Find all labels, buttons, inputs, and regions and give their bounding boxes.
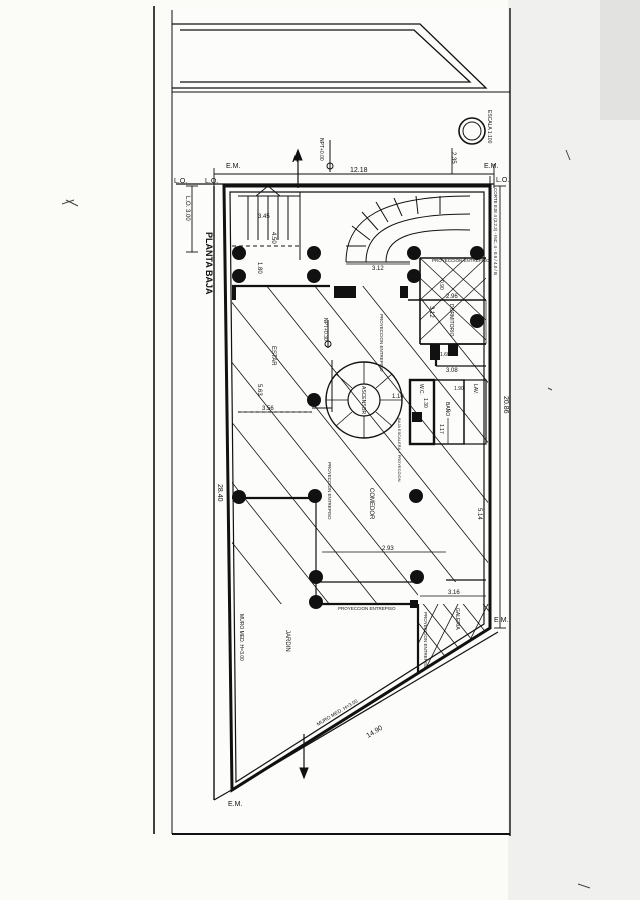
projection-label: PROYECCION ENTREPISO [432, 258, 490, 263]
dim-316: 3.16 [448, 590, 460, 596]
right-dimension [489, 176, 506, 629]
label-lo-pair: L.O. 3.00 [184, 196, 190, 221]
dim-450: 4.50 [270, 232, 276, 244]
room-galeria: GALERIA [454, 608, 460, 630]
dim-090: 0.90 [438, 280, 444, 290]
dim-right-side: 20.86 [502, 396, 509, 414]
column [307, 393, 321, 407]
column [407, 246, 421, 260]
column [307, 269, 321, 283]
spiral-stair-icon [325, 361, 403, 439]
section-mark-a: A [292, 154, 299, 164]
dim-296: 2.96 [446, 294, 458, 300]
room-wc: W.C. [418, 384, 424, 395]
column [470, 246, 484, 260]
dim-160: 1.60 [440, 352, 450, 358]
room-bano: BAÑO [444, 402, 451, 416]
structural-columns [232, 246, 484, 609]
scan-marks [61, 149, 591, 889]
title-block-shape [172, 23, 510, 93]
label-em-bottom-left: E.M. [228, 801, 242, 808]
projection-label: PROYECCION ENTREPISO [338, 606, 396, 611]
room-jardin: JARDIN [284, 630, 290, 652]
label-em-top-right: E.M. [484, 163, 498, 170]
sheet-frame [153, 6, 511, 836]
dim-312b: 3.12 [428, 306, 434, 318]
stair-projection-label: BAJA ESCALERA + PROYECCION [397, 418, 402, 482]
column [232, 490, 246, 504]
projection-label: PROYECCION ENTREPISO [327, 462, 332, 520]
dim-180: 1.80 [256, 262, 262, 274]
hatch-top-right [420, 258, 486, 341]
label-lo-left: L.O. [174, 178, 187, 185]
top-dimension [176, 148, 495, 188]
column [410, 570, 424, 584]
room-ascensor: ASCENSOR [360, 386, 366, 414]
label-em-top-left: E.M. [226, 163, 240, 170]
dim-left-side: 28.40 [216, 484, 223, 502]
dim-345: 3.45 [258, 214, 270, 220]
section-arrow-icon [293, 148, 303, 188]
room-dormitorio: DORMITORIO [448, 304, 454, 337]
label-lo-right: L.O. [496, 177, 509, 184]
label-em-bottom-right: E.M. [494, 617, 508, 624]
room-comedor: COMEDOR [368, 488, 374, 520]
level-marker-top-icon [326, 140, 334, 172]
wall-blocks [232, 286, 458, 608]
label-lo-axis: L.O. [205, 178, 218, 185]
title-planta-baja: PLANTA BAJA [204, 232, 214, 295]
north-symbol-icon [458, 117, 486, 145]
dim-top-width: 12.18 [350, 167, 368, 174]
dim-130: 1.30 [422, 398, 428, 408]
stair-flight-icon [238, 185, 300, 240]
level-top-label: NPT+0.00 [318, 138, 324, 161]
muro-left-label: MURO MED. H=3.00 [238, 614, 244, 661]
interior-dimension-lines [240, 263, 487, 597]
column [307, 246, 321, 260]
stair-top-icon [345, 195, 471, 263]
dim-356: 3.56 [262, 406, 274, 412]
column [308, 489, 322, 503]
level-marker-mid-icon [324, 320, 332, 348]
column [407, 269, 421, 283]
dim-312: 3.12 [372, 266, 384, 272]
right-note: CORTE EJE 4 (3.2.3) - INC. 4 - 0.9 / 4.0… [493, 188, 498, 275]
section-arrow-bottom-icon [299, 734, 309, 780]
dim-117: 1.17 [438, 424, 444, 434]
dim-514: 5.14 [476, 508, 482, 520]
left-dimension [186, 185, 198, 253]
dim-top-offset: 2.35 [450, 152, 456, 164]
dim-190: 1.90 [454, 386, 464, 392]
building-outline [213, 184, 499, 801]
dim-293: 2.93 [382, 546, 394, 552]
column [470, 314, 484, 328]
column [309, 595, 323, 609]
level-mid-label: NPT+0.30 [322, 318, 328, 341]
column [232, 246, 246, 260]
projection-label: PROYECCION ENTREPISO [423, 612, 428, 670]
dim-110: 1.10 [392, 394, 404, 400]
dim-563: 5.63 [256, 384, 262, 396]
dim-308: 3.08 [446, 368, 458, 374]
projection-label: PROYECCION ENTREPISO [379, 314, 384, 372]
room-estar: ESTAR [270, 346, 276, 366]
column [232, 269, 246, 283]
column [409, 489, 423, 503]
scale-note: ESCALA 1:100 [486, 110, 492, 144]
scan-shade-right-dark [600, 0, 640, 120]
room-lav: LAV. [472, 384, 478, 394]
column [309, 570, 323, 584]
scan-shade-right [508, 0, 640, 900]
